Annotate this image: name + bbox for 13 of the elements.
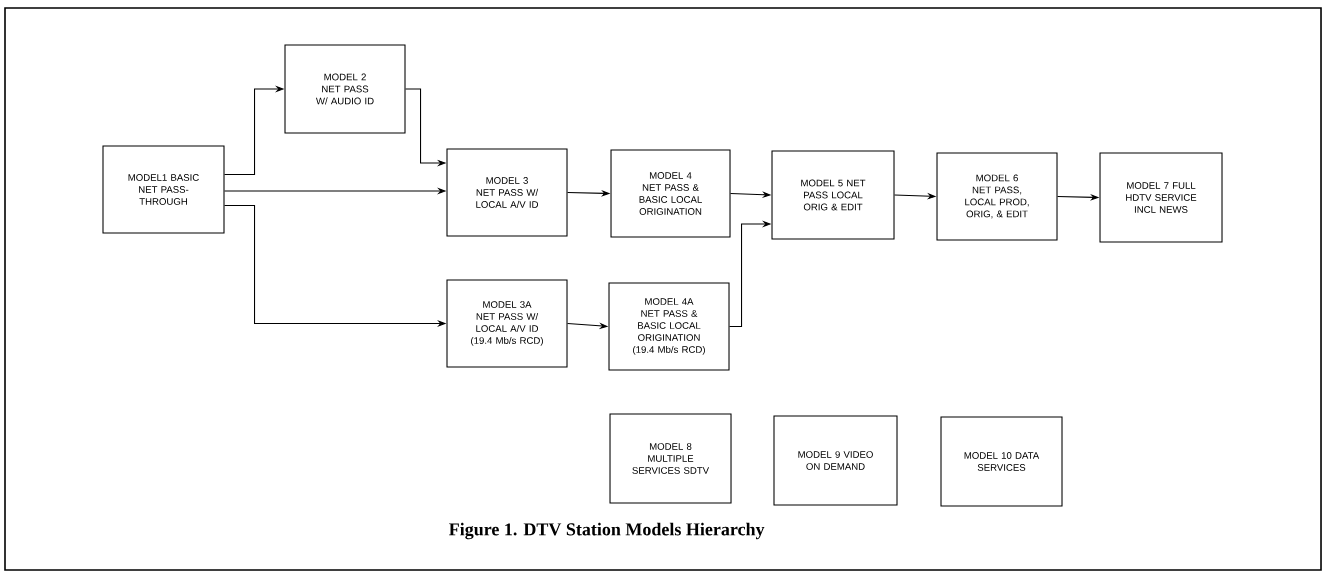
model-box: MODEL 3 NET PASS W/ LOCAL A/V ID <box>446 148 568 237</box>
model-box: MODEL 6 NET PASS, LOCAL PROD, ORIG, & EDIT <box>936 152 1058 241</box>
figure-caption: Figure 1. DTV Station Models Hierarchy <box>449 522 765 540</box>
model-box: MODEL1 BASIC NET PASS-THROUGH <box>102 145 225 234</box>
model-box: MODEL 5 NET PASS LOCAL ORIG & EDIT <box>771 150 895 240</box>
model-box: MODEL 8 MULTIPLE SERVICES SDTV <box>609 413 732 504</box>
model-box: MODEL 4A NET PASS & BASIC LOCAL ORIGINATION (19.4 Mb/s RCD) <box>608 282 730 371</box>
model-box: MODEL 3A NET PASS W/ LOCAL A/V ID (19.4 Mb/s RCD) <box>446 279 568 368</box>
model-box: MODEL 10 DATA SERVICES <box>940 416 1063 507</box>
model-box: MODEL 2 NET PASS W/ AUDIO ID <box>284 44 406 134</box>
model-box: MODEL 9 VIDEO ON DEMAND <box>773 415 898 506</box>
model-box: MODEL 7 FULL HDTV SERVICE INCL NEWS <box>1099 152 1223 243</box>
model-box: MODEL 4 NET PASS & BASIC LOCAL ORIGINATION <box>610 149 731 238</box>
